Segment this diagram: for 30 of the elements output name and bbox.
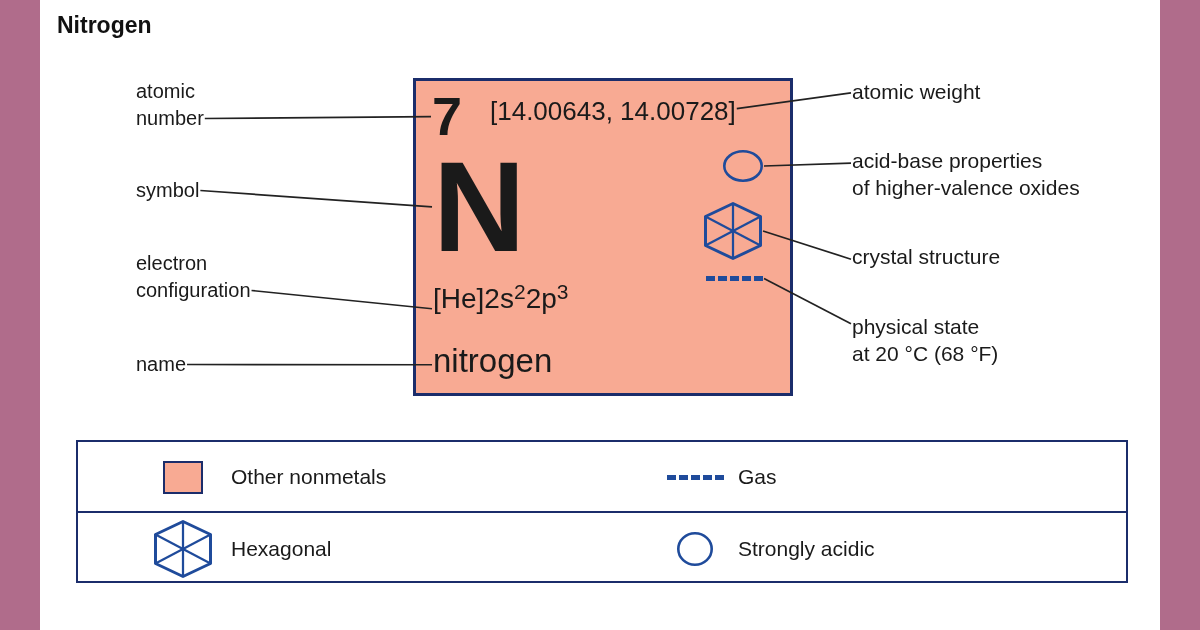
- leader-line: [763, 277, 852, 325]
- element-tile: [413, 78, 793, 396]
- atomic-number: 7: [432, 95, 463, 139]
- legend-label: Strongly acidic: [738, 536, 875, 562]
- legend-label: Other nonmetals: [231, 464, 387, 490]
- callout-label: name: [136, 351, 187, 378]
- leader-line: [735, 92, 852, 110]
- leader-line: [203, 115, 432, 120]
- leader-line: [763, 162, 852, 167]
- leader-line: [250, 289, 433, 310]
- callout-label: electron configuration: [136, 250, 251, 304]
- callout-label: atomic weight: [852, 78, 981, 105]
- callout-label: acid-base properties of higher-valence oxides: [852, 147, 1080, 201]
- page-title: Nitrogen: [57, 12, 152, 39]
- element-name: nitrogen: [433, 342, 553, 380]
- hexagon-icon: [704, 202, 762, 260]
- legend-label: Hexagonal: [231, 536, 332, 562]
- leader-line: [762, 230, 852, 261]
- callout-label: physical state at 20 °C (68 °F): [852, 313, 999, 367]
- dashed-line-icon: [706, 276, 763, 281]
- circle-icon: [723, 150, 763, 182]
- callout-label: atomic number: [136, 78, 204, 132]
- callout-label: symbol: [136, 177, 200, 204]
- legend-label: Gas: [738, 464, 777, 490]
- element-symbol: N: [433, 157, 526, 257]
- callout-label: crystal structure: [852, 243, 1001, 270]
- leader-line: [199, 189, 433, 208]
- atomic-weight: [14.00643, 14.00728]: [490, 97, 736, 127]
- electron-configuration: [He]2s$^{2}$2p$^{3}$: [433, 283, 569, 316]
- leader-line: [186, 363, 433, 366]
